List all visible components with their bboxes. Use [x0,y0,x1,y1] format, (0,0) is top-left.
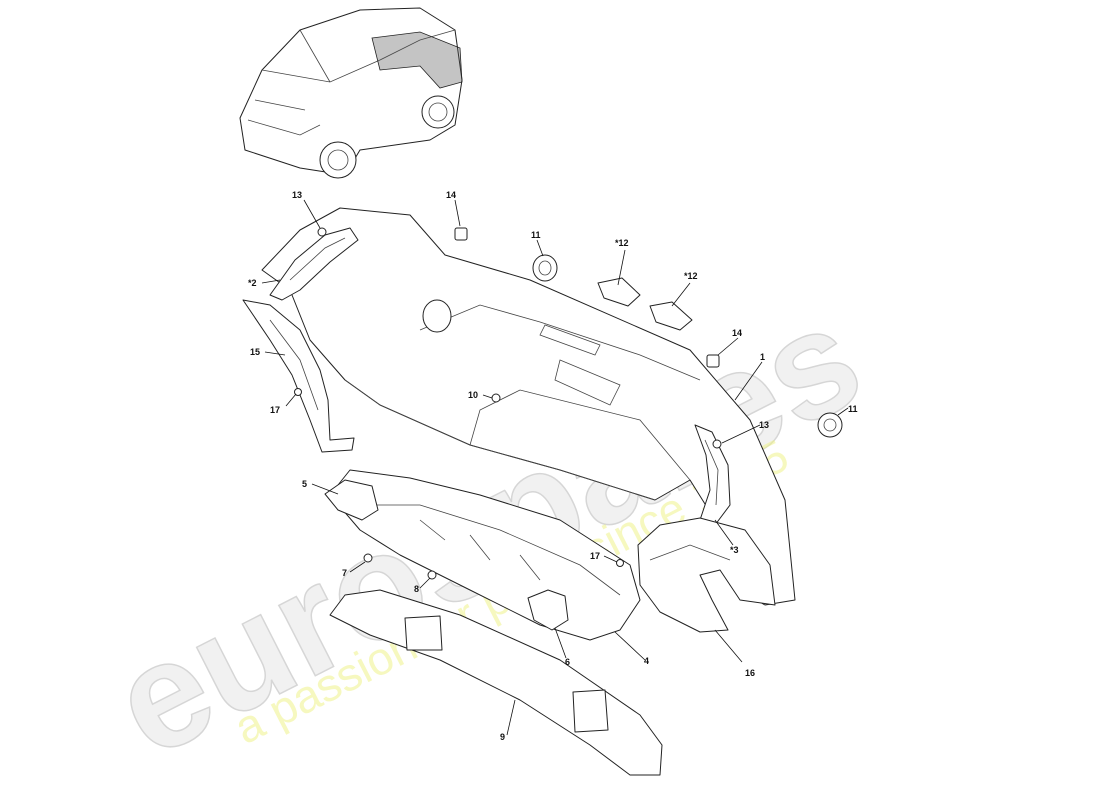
callout-16: 16 [745,668,755,678]
callout-2: *2 [248,278,257,288]
part-10-fastener [491,393,501,403]
part-5-left-bracket [324,479,379,521]
part-14-bump-stop-a [454,227,468,241]
part-17-screw-b [616,559,624,567]
callout-14-a: 14 [446,190,456,200]
callout-12-a: *12 [615,238,629,248]
part-15-left-side-extension [242,299,355,453]
callout-5: 5 [302,479,307,489]
part-6-right-bracket [527,589,569,631]
callout-14-b: 14 [732,328,742,338]
callout-4: 4 [644,656,649,666]
callout-9: 9 [500,732,505,742]
callout-labels: 1 *2 *3 4 5 6 7 8 9 10 11 11 *12 *12 13 … [248,190,858,742]
part-7-fastener [363,553,373,563]
callout-13-a: 13 [292,190,302,200]
callout-10: 10 [468,390,478,400]
leader-lines [261,199,849,736]
vehicle-locator-illustration [239,7,463,179]
callout-11-b: 11 [848,404,858,414]
part-9-lower-valance [329,589,663,776]
part-12-clip-b [649,301,693,331]
callout-13-b: 13 [759,420,769,430]
part-2-left-bumper-bracket [269,227,359,301]
part-12-clip-a [597,277,641,307]
part-16-wheel-arch-liner [637,517,776,633]
callout-8: 8 [414,584,419,594]
callout-3: *3 [730,545,739,555]
callout-1: 1 [760,352,765,362]
part-8-fastener [427,570,437,580]
callout-17-a: 17 [270,405,280,415]
part-14-bump-stop-b [706,354,720,368]
callout-6: 6 [565,657,570,667]
callout-12-b: *12 [684,271,698,281]
part-11-grommet-a [532,254,558,282]
part-11-grommet-b [817,412,843,438]
callout-15: 15 [250,347,260,357]
callout-17-b: 17 [590,551,600,561]
callout-11-a: 11 [531,230,541,240]
part-17-screw-a [294,388,302,396]
part-13-screw-b [712,439,722,449]
part-13-screw-a [317,227,327,237]
callout-7: 7 [342,568,347,578]
